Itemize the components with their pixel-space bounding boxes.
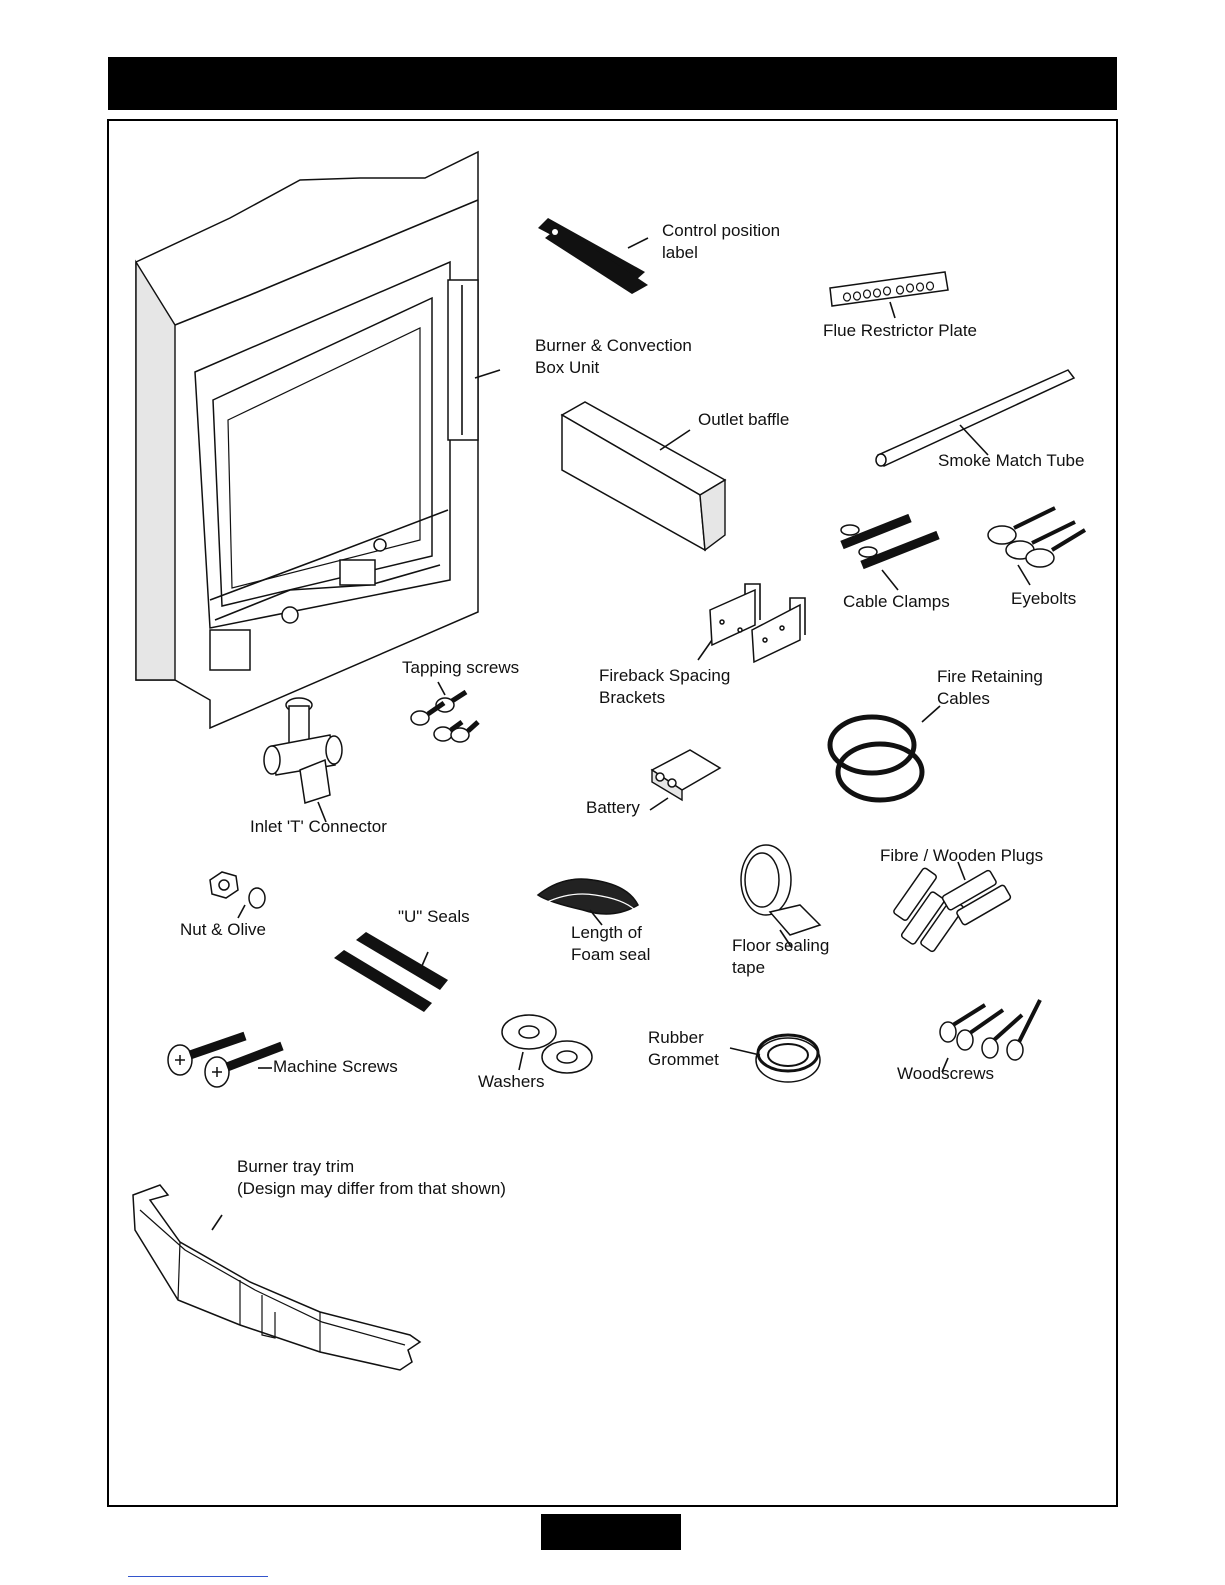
- fibre-wooden-plugs-drawing: [893, 861, 1012, 953]
- content-frame: [107, 119, 1118, 1507]
- burner-convection-box-label: Burner & Convection Box Unit: [535, 336, 692, 377]
- woodscrews-label: Woodscrews: [897, 1064, 994, 1083]
- smoke-match-tube-label: Smoke Match Tube: [938, 451, 1085, 470]
- rubber-grommet-label: Rubber Grommet: [648, 1028, 719, 1069]
- foam-seal-drawing: [536, 876, 639, 926]
- flue-restrictor-plate-label: Flue Restrictor Plate: [823, 321, 977, 340]
- woodscrews-drawing: [939, 999, 1042, 1073]
- burner-tray-trim-drawing: [132, 1184, 422, 1371]
- fibre-wooden-plugs-label: Fibre / Wooden Plugs: [880, 846, 1044, 865]
- tapping-screws-label: Tapping screws: [402, 658, 520, 677]
- nut-olive-drawing: [209, 871, 266, 919]
- inlet-t-connector-drawing: [263, 697, 343, 823]
- smoke-match-tube-drawing: [875, 369, 1076, 467]
- page-number-tab: [541, 1514, 681, 1550]
- fire-retaining-cables-label: Fire Retaining Cables: [937, 667, 1043, 708]
- eyebolts-drawing: [987, 506, 1087, 586]
- nut-olive-label: Nut & Olive: [180, 920, 266, 939]
- floor-sealing-tape-drawing: [740, 844, 822, 949]
- footer-link-underline: [128, 1576, 268, 1577]
- battery-label: Battery: [586, 798, 640, 817]
- tapping-screws-drawing: [410, 681, 480, 743]
- rubber-grommet-drawing: [729, 1033, 821, 1083]
- fireback-spacing-brackets-drawing: [697, 583, 806, 664]
- inlet-t-connector-label: Inlet 'T' Connector: [250, 817, 387, 836]
- eyebolts-label: Eyebolts: [1011, 589, 1077, 608]
- fire-retaining-cables-drawing: [827, 705, 941, 803]
- washers-label: Washers: [478, 1072, 545, 1091]
- flue-restrictor-plate-drawing: [829, 271, 949, 319]
- fireback-spacing-brackets-label: Fireback Spacing Brackets: [599, 666, 731, 707]
- u-seals-drawing: [334, 932, 448, 1012]
- u-seals-label: "U" Seals: [398, 907, 470, 926]
- machine-screws-drawing: [167, 1031, 284, 1088]
- outlet-baffle-label: Outlet baffle: [698, 410, 790, 429]
- header-bar: [108, 57, 1117, 110]
- battery-drawing: [649, 749, 722, 811]
- floor-sealing-tape-label: Floor sealing tape: [732, 936, 830, 977]
- foam-seal-label: Length of Foam seal: [571, 923, 651, 964]
- washers-drawing: [501, 1014, 593, 1074]
- control-position-label-label: Control position label: [662, 221, 781, 262]
- cable-clamps-drawing: [840, 513, 940, 591]
- burner-convection-box-drawing: [135, 150, 501, 730]
- outlet-baffle-drawing: [560, 401, 727, 552]
- burner-tray-trim-label: Burner tray trim (Design may differ from…: [237, 1157, 506, 1198]
- control-position-label-drawing: [538, 218, 649, 294]
- machine-screws-label: Machine Screws: [273, 1057, 398, 1076]
- cable-clamps-label: Cable Clamps: [843, 592, 950, 611]
